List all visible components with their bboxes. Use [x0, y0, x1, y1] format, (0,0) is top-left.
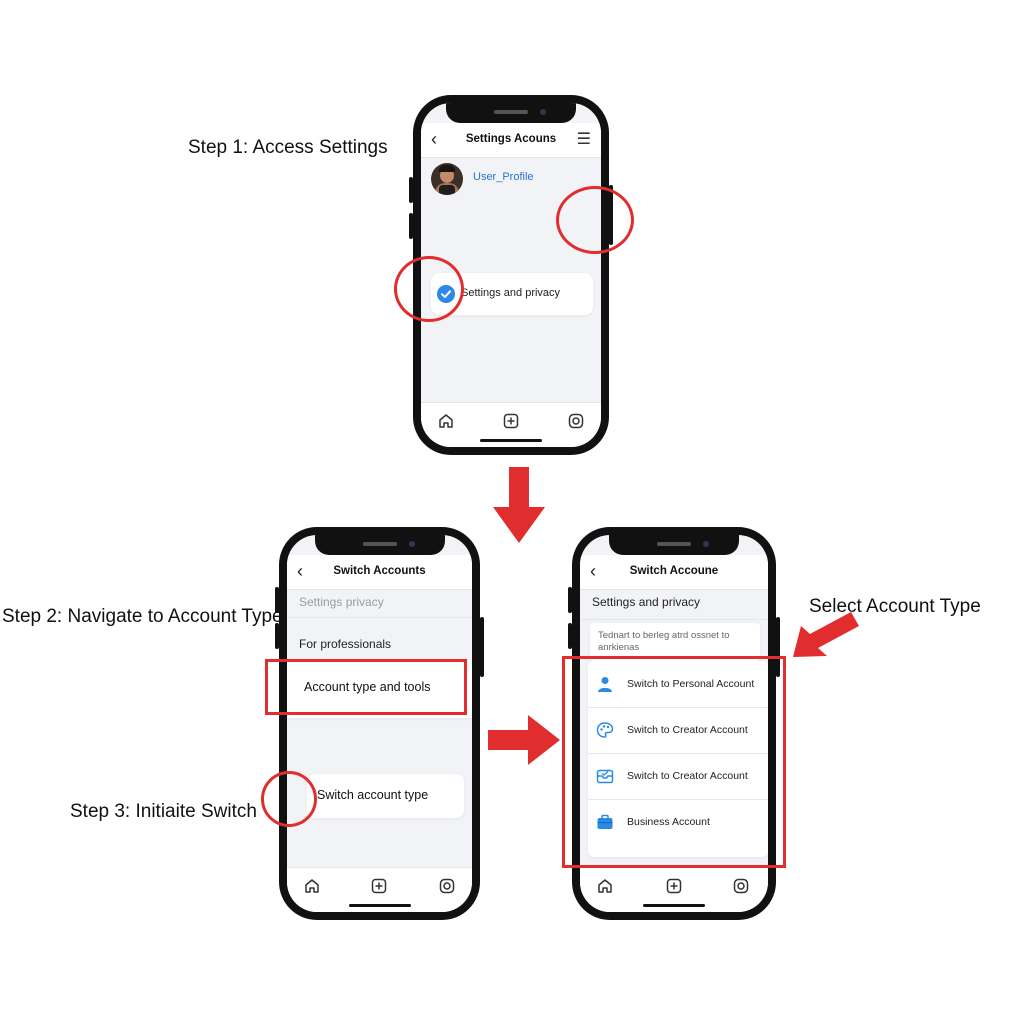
home-icon[interactable]: [596, 877, 614, 895]
settings-privacy-header: Settings and privacy: [592, 595, 701, 609]
phone-switch-accounts: ‹ Switch Accounts Settings privacy For p…: [275, 527, 484, 920]
highlight-rect-account-options: [562, 656, 786, 868]
option-creator-account-2[interactable]: Switch to Creator Account: [588, 753, 768, 800]
highlight-circle-settings: [394, 256, 464, 322]
section-header: Settings privacy: [299, 595, 384, 609]
highlight-circle-switch: [261, 771, 317, 827]
menu-icon[interactable]: ☰: [576, 131, 591, 148]
step3-label: Step 3: Initiaite Switch: [70, 801, 257, 822]
option-label: Switch to Creator Account: [627, 770, 748, 782]
add-icon[interactable]: [665, 877, 683, 895]
add-icon[interactable]: [370, 877, 388, 895]
back-icon[interactable]: ‹: [590, 561, 596, 581]
option-business-account[interactable]: Business Account: [588, 799, 768, 845]
phone2-bottom-nav: [287, 867, 472, 912]
description-text: Tednart to berleg atrd ossnet to anrkien…: [598, 630, 730, 653]
account-type-label: Account type and tools: [304, 680, 431, 694]
profile-icon[interactable]: [567, 412, 585, 430]
inbox-icon: [596, 769, 614, 784]
back-icon[interactable]: ‹: [297, 561, 303, 581]
option-label: Switch to Creator Account: [627, 724, 748, 736]
back-icon[interactable]: ‹: [431, 129, 437, 149]
profile-icon[interactable]: [732, 877, 750, 895]
home-icon[interactable]: [303, 877, 321, 895]
username-link[interactable]: User_Profile: [473, 171, 534, 183]
select-account-type-label: Select Account Type: [809, 596, 981, 617]
option-label: Business Account: [627, 816, 710, 828]
phone2-title: Switch Accounts: [333, 565, 426, 577]
down-arrow: [493, 467, 545, 543]
profile-icon[interactable]: [438, 877, 456, 895]
phone3-title: Switch Accoune: [629, 565, 719, 577]
option-label: Switch to Personal Account: [627, 678, 755, 690]
for-professionals-label: For professionals: [299, 637, 392, 651]
phone1-topbar: ‹ Settings Acouns ☰: [421, 123, 601, 158]
phone-select-account: ‹ Switch Accoune Settings and privacy Te…: [568, 527, 780, 920]
add-icon[interactable]: [502, 412, 520, 430]
account-type-tools-item[interactable]: Account type and tools: [287, 660, 472, 718]
home-icon[interactable]: [437, 412, 455, 430]
palette-icon: [596, 722, 614, 738]
step2-label: Step 2: Navigate to Account Type: [2, 606, 283, 627]
account-options-list: Switch to Personal Account Switch to Cre…: [588, 661, 768, 857]
phone3-topbar: ‹ Switch Accoune: [580, 555, 768, 590]
step1-label: Step 1: Access Settings: [188, 137, 388, 158]
switch-account-label: Switch account type: [317, 788, 429, 802]
avatar[interactable]: [431, 163, 463, 195]
phone3-bottom-nav: [580, 867, 768, 912]
diagonal-arrow: [793, 612, 859, 657]
phone1-bottom-nav: [421, 402, 601, 447]
phone1-title: Settings Acouns: [465, 133, 557, 145]
phone2-topbar: ‹ Switch Accounts: [287, 555, 472, 590]
right-arrow: [488, 715, 560, 765]
option-personal-account[interactable]: Switch to Personal Account: [588, 661, 768, 708]
option-creator-account[interactable]: Switch to Creator Account: [588, 707, 768, 754]
highlight-rect-account-type: [265, 659, 467, 715]
briefcase-icon: [597, 814, 613, 829]
description-box: Tednart to berleg atrd ossnet to anrkien…: [590, 623, 760, 661]
switch-account-type-item[interactable]: Switch account type: [307, 774, 464, 818]
settings-item-label: Settings and privacy: [461, 287, 561, 299]
person-icon: [598, 677, 612, 692]
highlight-circle-side-button: [556, 186, 634, 254]
